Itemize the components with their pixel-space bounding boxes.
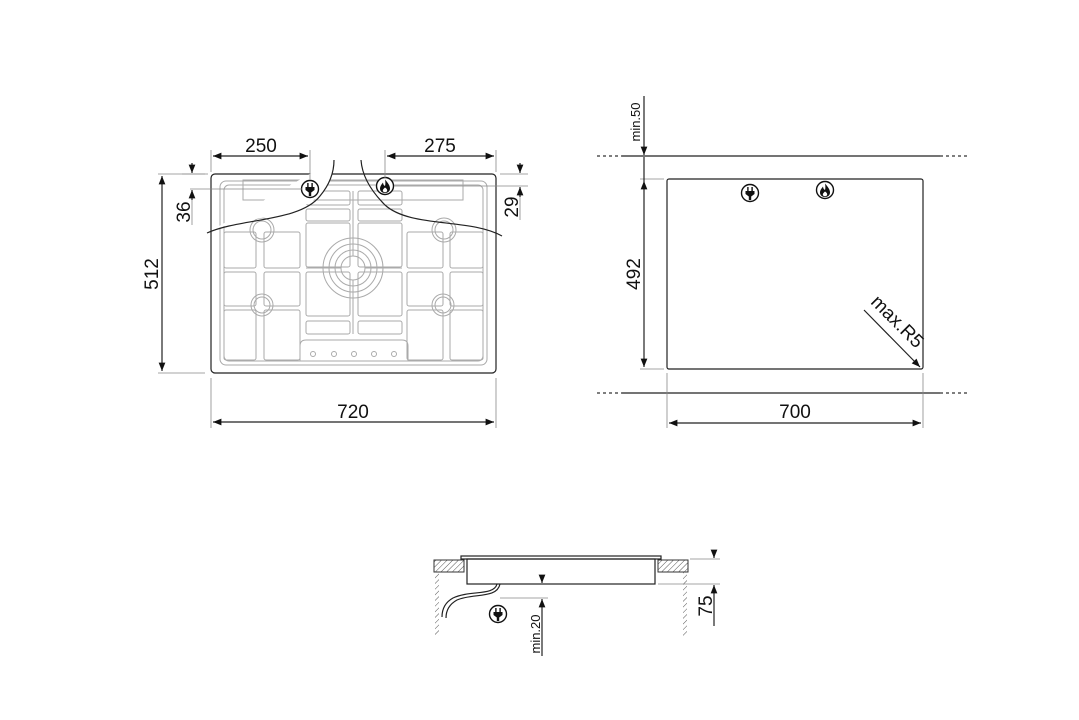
- dim-hob-height: 75: [696, 595, 717, 616]
- hob-body: [466, 558, 656, 585]
- break-line-left: [206, 159, 335, 234]
- dim-electric-offset-y: 36: [174, 201, 195, 222]
- burner-back-right: [431, 217, 457, 243]
- side-section-view: min.20 75: [433, 549, 720, 656]
- plug-icon: [740, 183, 760, 203]
- worktop-right: [657, 559, 689, 573]
- dim-min-wall-clearance: min.50: [628, 102, 643, 141]
- break-line-right: [360, 159, 503, 237]
- dim-depth: 512: [142, 258, 163, 290]
- dim-cutout-depth: 492: [624, 258, 645, 290]
- power-cable: [441, 583, 498, 618]
- worktop-left: [433, 559, 465, 573]
- dim-min-clearance-below: min.20: [528, 614, 543, 653]
- hob-outline: [210, 173, 497, 374]
- flame-icon: [375, 176, 395, 196]
- burner-front-left: [250, 293, 274, 317]
- dim-electric-offset-x: 250: [245, 136, 277, 157]
- dim-gas-offset-x: 275: [424, 136, 456, 157]
- burner-front-right: [431, 293, 455, 317]
- cutout-view: min.50 492 max.R5 700: [597, 96, 967, 428]
- plug-icon: [488, 604, 508, 624]
- burner-back-left: [249, 217, 275, 243]
- control-knobs: [310, 351, 397, 357]
- dim-gas-offset-y: 29: [502, 196, 523, 217]
- svg-text:min.20: min.20: [528, 614, 543, 653]
- hob-top-view: 250 275 36 29 512 720: [142, 136, 528, 428]
- dim-cutout-width: 700: [779, 402, 811, 423]
- burner-center-wok: [306, 191, 402, 334]
- flame-icon: [815, 180, 835, 200]
- svg-text:min.50: min.50: [628, 102, 643, 141]
- cutout-outline: [666, 178, 924, 370]
- dim-width: 720: [337, 402, 369, 423]
- plug-icon: [300, 179, 320, 199]
